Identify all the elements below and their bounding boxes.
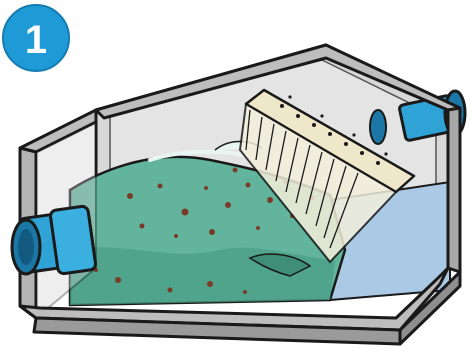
step-badge: 1	[3, 5, 69, 71]
step-number: 1	[25, 18, 47, 62]
